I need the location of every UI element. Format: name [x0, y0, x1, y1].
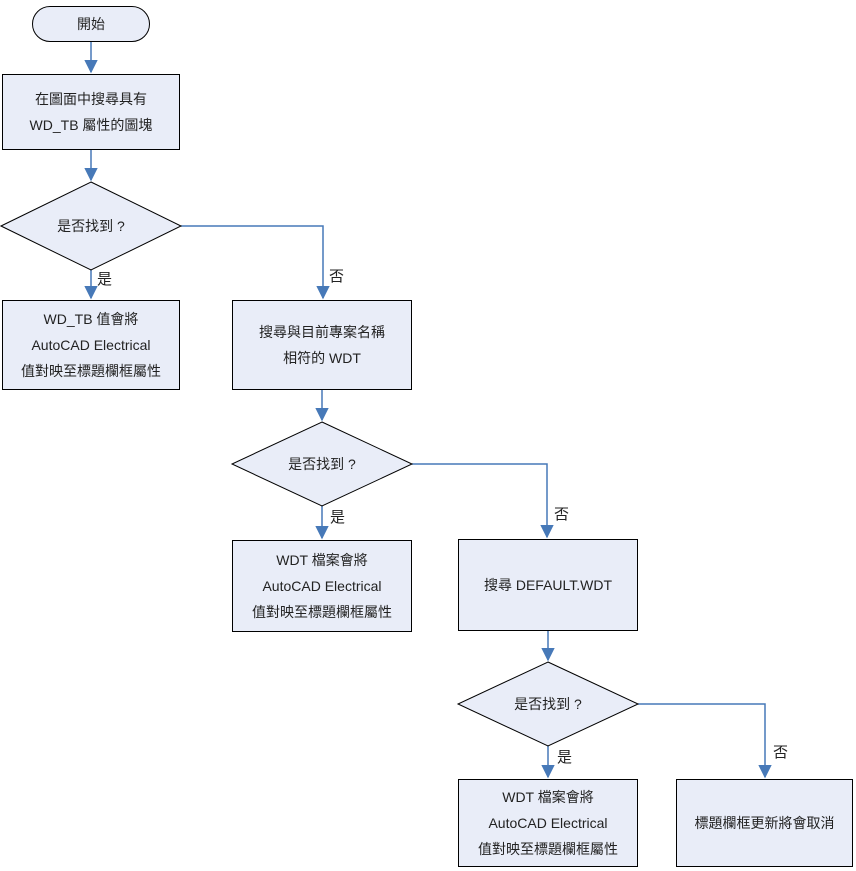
- node-decision1-label: 是否找到 ?: [57, 218, 125, 234]
- node-search-wdtb: 在圖面中搜尋具有 WD_TB 屬性的圖塊: [2, 74, 180, 150]
- node-search-project-wdt: 搜尋與目前專案名稱 相符的 WDT: [232, 300, 412, 390]
- edge-label-decision1-no: 否: [329, 268, 345, 285]
- edge-decision1-no: [181, 225, 330, 300]
- decision3-diamond: [456, 661, 640, 747]
- decision2-diamond: [230, 421, 414, 507]
- node-wdtb-maps: WD_TB 值會將 AutoCAD Electrical 值對映至標題欄框屬性: [2, 300, 180, 390]
- node-cancel-update: 標題欄框更新將會取消: [676, 779, 853, 867]
- node-decision2-label: 是否找到 ?: [288, 456, 356, 472]
- node-start: 開始: [32, 6, 150, 42]
- node-wdt-maps-project: WDT 檔案會將 AutoCAD Electrical 值對映至標題欄框屬性: [232, 540, 412, 632]
- edge-decision3-no: [638, 703, 772, 779]
- edge-label-decision1-yes: 是: [97, 271, 113, 288]
- decision1-diamond: [0, 181, 183, 271]
- edge-label-decision2-no: 否: [554, 506, 570, 523]
- edge-label-decision3-no: 否: [773, 744, 789, 761]
- node-search-default-wdt: 搜尋 DEFAULT.WDT: [458, 539, 638, 631]
- edge-label-decision3-yes: 是: [557, 749, 573, 766]
- edge-decision2-no: [412, 463, 554, 539]
- edge-label-decision2-yes: 是: [330, 509, 346, 526]
- node-wdt-maps-default: WDT 檔案會將 AutoCAD Electrical 值對映至標題欄框屬性: [458, 779, 638, 867]
- node-decision3-label: 是否找到 ?: [514, 696, 582, 712]
